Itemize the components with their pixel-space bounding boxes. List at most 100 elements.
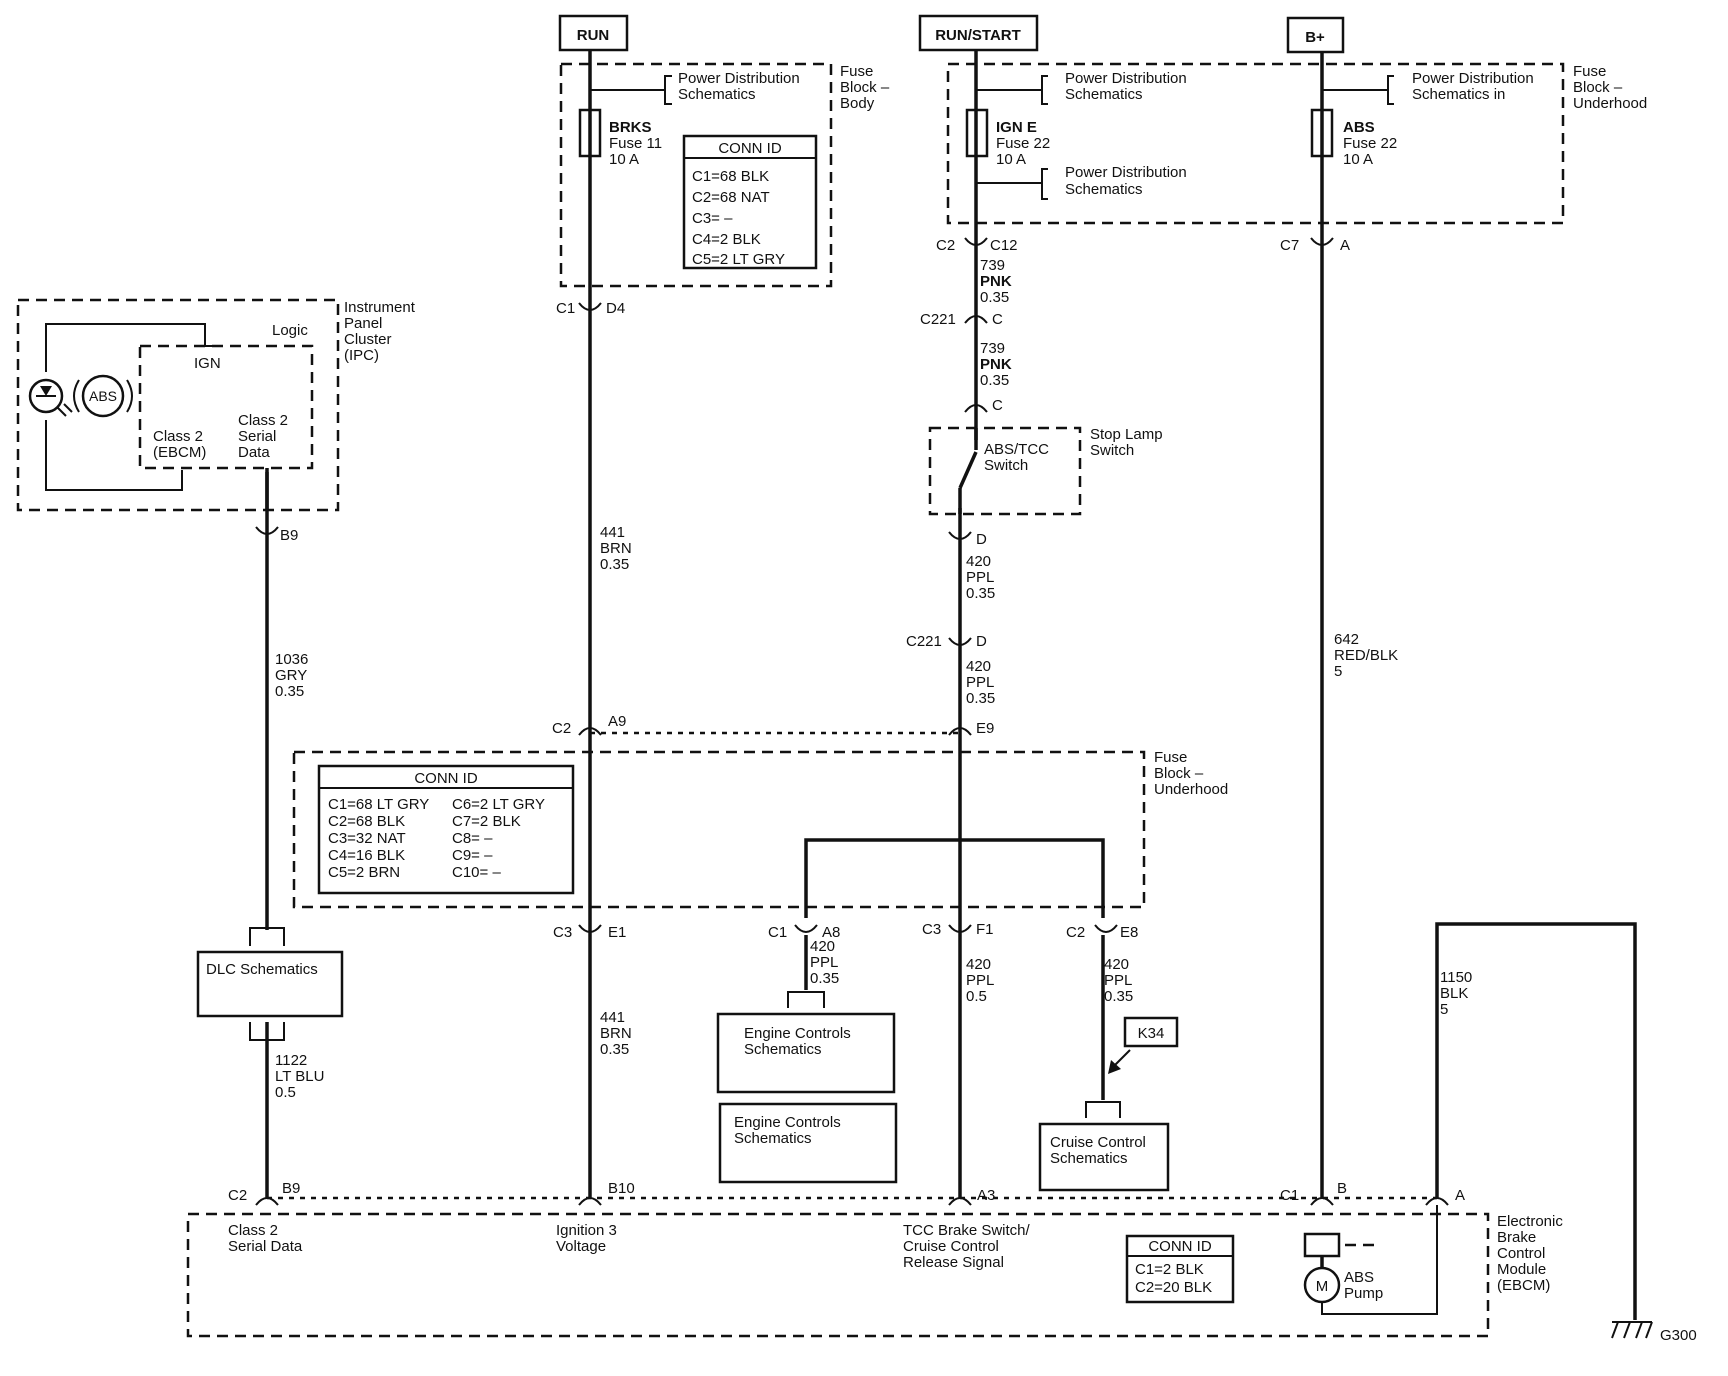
- fbu-pds3-1: Power Distribution: [1412, 70, 1534, 87]
- conn-label: C1: [556, 300, 575, 317]
- wire-labels: 739 PNK 0.35 739 PNK 0.35 441 BRN 0.35 4…: [275, 257, 1472, 1101]
- branch-dlc: [249, 927, 285, 1041]
- k34-callout: K34: [1108, 1016, 1179, 1074]
- source-run-start-label: RUN/START: [935, 27, 1021, 44]
- ign-fuse-rating: 10 A: [996, 151, 1026, 168]
- conn-id-underhood-row: C1=68 LT GRY: [328, 796, 429, 813]
- branch-engine-controls: [787, 935, 825, 1008]
- ipc-label-2: Panel: [344, 315, 382, 332]
- ebcm-serial-2: Serial Data: [228, 1238, 303, 1255]
- ebcm-tcc-3: Release Signal: [903, 1254, 1004, 1271]
- engine2-label-1: Engine Controls: [734, 1114, 841, 1131]
- conn-id-body-row: C5=2 LT GRY: [692, 251, 785, 268]
- conn-label: E1: [608, 924, 626, 941]
- conn-label: E9: [976, 720, 994, 737]
- cruise-label-2: Schematics: [1050, 1150, 1128, 1167]
- abs-fuse-number: Fuse 22: [1343, 135, 1397, 152]
- ground-g300: G300: [1611, 1321, 1697, 1344]
- wire-label: 441: [600, 1009, 625, 1026]
- conn-id-body-row: C3= –: [692, 210, 733, 227]
- engine1-label-2: Schematics: [744, 1041, 822, 1058]
- engine2-label-2: Schematics: [734, 1130, 812, 1147]
- fbu-label-2: Block –: [1573, 79, 1623, 96]
- fbum-label-3: Underhood: [1154, 781, 1228, 798]
- conn-label: A3: [977, 1187, 995, 1204]
- wire-label: 642: [1334, 631, 1359, 648]
- conn-id-ebcm-row: C1=2 BLK: [1135, 1261, 1204, 1278]
- abs-pump-label-2: Pump: [1344, 1285, 1383, 1302]
- wire-label: BLK: [1440, 985, 1468, 1002]
- source-run-start: RUN/START: [918, 14, 1039, 52]
- fbu-pds1-1: Power Distribution: [1065, 70, 1187, 87]
- k34-arrow-icon: [1108, 1060, 1121, 1074]
- wire-label: PNK: [980, 356, 1012, 373]
- stop-lamp-label-2: Switch: [1090, 442, 1134, 459]
- conn-id-underhood-row: C3=32 NAT: [328, 830, 406, 847]
- conn-label: F1: [976, 921, 994, 938]
- wire-label: 739: [980, 257, 1005, 274]
- conn-id-underhood-row: C5=2 BRN: [328, 864, 400, 881]
- conn-id-ebcm: CONN ID C1=2 BLK C2=20 BLK: [1125, 1234, 1235, 1304]
- conn-label: D: [976, 633, 987, 650]
- conn-label: A9: [608, 713, 626, 730]
- ipc-label-1: Instrument: [344, 299, 416, 316]
- wire-label: PPL: [966, 674, 994, 691]
- stop-lamp-switch: Stop Lamp Switch ABS/TCC Switch: [928, 426, 1163, 516]
- wire-label: BRN: [600, 1025, 632, 1042]
- fuse-block-underhood-mid: Fuse Block – Underhood CONN ID C1=68 LT …: [292, 731, 1228, 918]
- wire-label: PNK: [980, 273, 1012, 290]
- wire-label: BRN: [600, 540, 632, 557]
- source-b-plus: B+: [1286, 16, 1345, 54]
- brks-fuse-name: BRKS: [609, 119, 652, 136]
- ebcm-tcc-2: Cruise Control: [903, 1238, 999, 1255]
- fuse-block-body: Fuse Block – Body Power Distribution Sch…: [559, 62, 890, 288]
- conn-label: C3: [553, 924, 572, 941]
- wire-label: 420: [966, 553, 991, 570]
- conn-label: D4: [606, 300, 625, 317]
- branch-cruise-control: [1085, 935, 1121, 1118]
- ground-label: G300: [1660, 1327, 1697, 1344]
- conn-label: A: [1340, 237, 1350, 254]
- fbb-pds-1: Power Distribution: [678, 70, 800, 87]
- ipc-class2-ebcm-1: Class 2: [153, 428, 203, 445]
- wire-label: GRY: [275, 667, 307, 684]
- wire-label: PPL: [1104, 972, 1132, 989]
- conn-label: A: [1455, 1187, 1465, 1204]
- wire-label: 420: [1104, 956, 1129, 973]
- fbu-pds2-2: Schematics: [1065, 181, 1143, 198]
- ipc-ign: IGN: [194, 355, 221, 372]
- wire-label: 0.35: [980, 372, 1009, 389]
- abs-tcc-switch-2: Switch: [984, 457, 1028, 474]
- ipc-label-4: (IPC): [344, 347, 379, 364]
- engine-controls-box-2: Engine Controls Schematics: [718, 1102, 898, 1184]
- wire-ground: [1435, 922, 1637, 1320]
- fuse-block-underhood-top: Fuse Block – Underhood Power Distributio…: [946, 62, 1647, 225]
- conn-label: C: [992, 397, 1003, 414]
- wire-label: 5: [1440, 1001, 1448, 1018]
- connector-labels: C1 D4 C2 C12 C7 A C221 C C D C221 D B9 C…: [228, 237, 1465, 1204]
- brks-fuse-rating: 10 A: [609, 151, 639, 168]
- ign-fuse-name: IGN E: [996, 119, 1037, 136]
- fbu-pds2-1: Power Distribution: [1065, 164, 1187, 181]
- conn-id-ebcm-title: CONN ID: [1148, 1238, 1212, 1255]
- conn-label: C12: [990, 237, 1018, 254]
- conn-id-body: CONN ID C1=68 BLK C2=68 NAT C3= – C4=2 B…: [682, 134, 818, 270]
- pump-relay-icon: [1303, 1232, 1341, 1258]
- ebcm-label-2: Brake: [1497, 1229, 1536, 1246]
- conn-label: C: [992, 311, 1003, 328]
- ebcm-label-5: (EBCM): [1497, 1277, 1550, 1294]
- ipc-label-3: Cluster: [344, 331, 392, 348]
- wire-label: 0.35: [600, 1041, 629, 1058]
- wire-label: PPL: [966, 972, 994, 989]
- wire-run-start: [958, 50, 978, 1198]
- fbu-pds1-2: Schematics: [1065, 86, 1143, 103]
- conn-id-underhood-title: CONN ID: [414, 770, 478, 787]
- conn-label: C221: [920, 311, 956, 328]
- ipc-class2-serial-2: Serial: [238, 428, 276, 445]
- wire-label: 420: [810, 938, 835, 955]
- ign-fuse-number: Fuse 22: [996, 135, 1050, 152]
- conn-id-underhood-row: C10= –: [452, 864, 501, 881]
- conn-label: C7: [1280, 237, 1299, 254]
- ipc-class2-serial-3: Data: [238, 444, 270, 461]
